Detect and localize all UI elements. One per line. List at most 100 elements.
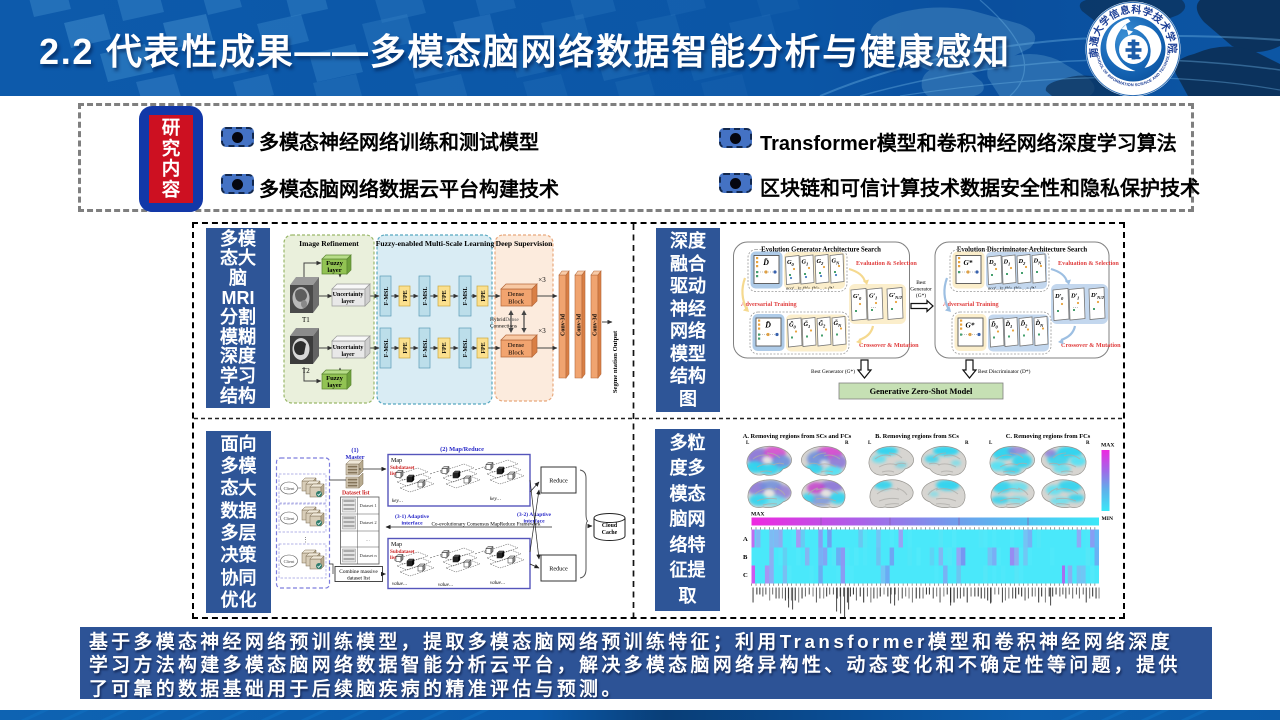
svg-text:N: N [1039, 323, 1044, 328]
svg-text:Fuzzy: Fuzzy [326, 375, 344, 382]
svg-text:C. Removing regions from FCs: C. Removing regions from FCs [1006, 433, 1091, 440]
svg-text:layer: layer [342, 352, 355, 358]
svg-text:list: list [390, 555, 397, 561]
svg-text:value…: value… [490, 581, 506, 586]
svg-text:R: R [965, 441, 969, 446]
svg-text:2: 2 [1024, 324, 1028, 329]
svg-text:Crossover & Mutation: Crossover & Mutation [859, 342, 919, 349]
svg-text:0: 0 [996, 325, 999, 330]
svg-text:MAX: MAX [1101, 443, 1114, 449]
svg-text:Combine massive: Combine massive [339, 569, 378, 575]
svg-text:R: R [1086, 441, 1090, 446]
svg-text:layer: layer [327, 382, 341, 389]
svg-text:Cache: Cache [602, 530, 618, 536]
svg-text:Image Refinement: Image Refinement [299, 239, 359, 248]
svg-text:B: B [743, 554, 748, 561]
svg-text:N: N [1037, 261, 1042, 266]
svg-text:Cloud: Cloud [602, 523, 618, 529]
svg-text:list: list [390, 471, 397, 477]
svg-text:F-MSL: F-MSL [384, 287, 390, 306]
svg-text:2: 2 [1022, 261, 1026, 266]
svg-text:0: 0 [792, 262, 795, 267]
svg-text:N/2: N/2 [894, 295, 903, 300]
svg-text:1: 1 [806, 262, 808, 267]
svg-text:FPE: FPE [481, 342, 487, 353]
svg-text:MIN: MIN [1102, 516, 1114, 522]
svg-text:Map: Map [391, 458, 402, 464]
svg-text:Dataset n: Dataset n [360, 553, 378, 558]
svg-text:Reduce: Reduce [549, 478, 568, 485]
svg-text:…: … [366, 537, 371, 542]
svg-text:Map: Map [391, 542, 402, 548]
svg-text:F-MSL: F-MSL [463, 339, 469, 358]
svg-text:N: N [835, 261, 840, 266]
svg-text:Dataset 1: Dataset 1 [360, 503, 378, 508]
svg-text:Client: Client [284, 486, 296, 491]
svg-text:…: … [871, 305, 876, 310]
svg-text:2: 2 [820, 261, 824, 266]
svg-text:G: G [832, 258, 837, 265]
svg-text:G*: G* [965, 321, 974, 330]
svg-text:G̃: G̃ [819, 320, 824, 327]
svg-text:2: 2 [822, 324, 826, 329]
svg-text:acc(...)≥ f⁽ⁿ⁾> f⁽ⁿ⁾>…> f⁽ⁿ⁾: acc(...)≥ f⁽ⁿ⁾> f⁽ⁿ⁾>…> f⁽ⁿ⁾ [988, 286, 1036, 291]
svg-text:B. Removing regions from SCs: B. Removing regions from SCs [875, 433, 959, 440]
svg-text:T2: T2 [302, 367, 310, 375]
svg-text:1: 1 [1077, 296, 1079, 301]
svg-text:layer: layer [327, 267, 341, 274]
svg-text:F-MSL: F-MSL [423, 287, 429, 306]
svg-text:acc(...)≥ f⁽ⁿ⁾> f⁽ⁿ⁾>…> f⁽ⁿ⁾: acc(...)≥ f⁽ⁿ⁾> f⁽ⁿ⁾>…> f⁽ⁿ⁾ [786, 286, 834, 291]
svg-text:1: 1 [808, 324, 810, 329]
svg-text:Reduce: Reduce [549, 566, 568, 573]
svg-text:FPE: FPE [442, 342, 448, 353]
svg-text:L: L [868, 441, 872, 446]
svg-text:F-MSL: F-MSL [384, 339, 390, 358]
svg-text:layer: layer [342, 299, 355, 305]
svg-text:Uncertainty: Uncertainty [333, 345, 364, 351]
svg-text:FPE: FPE [481, 290, 487, 301]
svg-text:G′: G′ [889, 292, 896, 299]
svg-text:Evolution Generator Architectu: Evolution Generator Architecture Search [761, 247, 881, 254]
svg-text:×3: ×3 [538, 276, 546, 284]
svg-text:0: 0 [994, 262, 997, 267]
svg-text:Evaluation & Selection: Evaluation & Selection [856, 260, 917, 267]
svg-text:N/2: N/2 [1096, 295, 1105, 300]
svg-text:1: 1 [1010, 324, 1012, 329]
svg-text:Best Discriminator (D*): Best Discriminator (D*) [978, 368, 1031, 375]
svg-text:value…: value… [438, 583, 454, 588]
svg-text:Dense: Dense [508, 291, 525, 298]
svg-text:D̃: D̃ [990, 321, 996, 328]
svg-text:Connections: Connections [490, 324, 517, 330]
svg-text:Best: Best [916, 280, 926, 286]
svg-text:1: 1 [1008, 262, 1010, 267]
svg-text:key…: key… [490, 497, 502, 502]
svg-text:Dataset list: Dataset list [342, 491, 370, 497]
svg-text:D′: D′ [1070, 293, 1078, 300]
svg-text:(G*): (G*) [916, 292, 926, 299]
svg-text:Subdataset: Subdataset [390, 465, 415, 471]
svg-text:D′: D′ [1090, 292, 1098, 299]
svg-text:Uncertainty: Uncertainty [333, 292, 364, 298]
svg-text:Conv-3d: Conv-3d [561, 313, 567, 336]
svg-text:Block: Block [508, 350, 524, 357]
svg-text:G̃: G̃ [789, 321, 794, 328]
svg-text:Client: Client [284, 516, 296, 521]
svg-text:D′: D′ [1054, 293, 1062, 300]
svg-text:L: L [746, 441, 750, 446]
svg-text:value…: value… [392, 582, 408, 587]
svg-text:G′: G′ [869, 293, 876, 300]
svg-text:G′: G′ [853, 293, 860, 300]
svg-text:D: D [1033, 258, 1039, 265]
svg-text:G̃: G̃ [804, 321, 809, 328]
svg-text:G: G [787, 259, 792, 266]
svg-text:FPE: FPE [442, 290, 448, 301]
svg-text:1: 1 [875, 296, 877, 301]
svg-text:A. Removing regions from SCs a: A. Removing regions from SCs and FCs [743, 433, 852, 440]
svg-text:D: D [988, 259, 994, 266]
svg-text:(3-1) Adaptive: (3-1) Adaptive [395, 513, 430, 520]
svg-text:FPE: FPE [403, 290, 409, 301]
svg-text:R: R [845, 441, 849, 446]
svg-text:C: C [743, 572, 748, 579]
svg-text:(1): (1) [351, 447, 358, 454]
svg-text:Generator: Generator [910, 287, 932, 293]
